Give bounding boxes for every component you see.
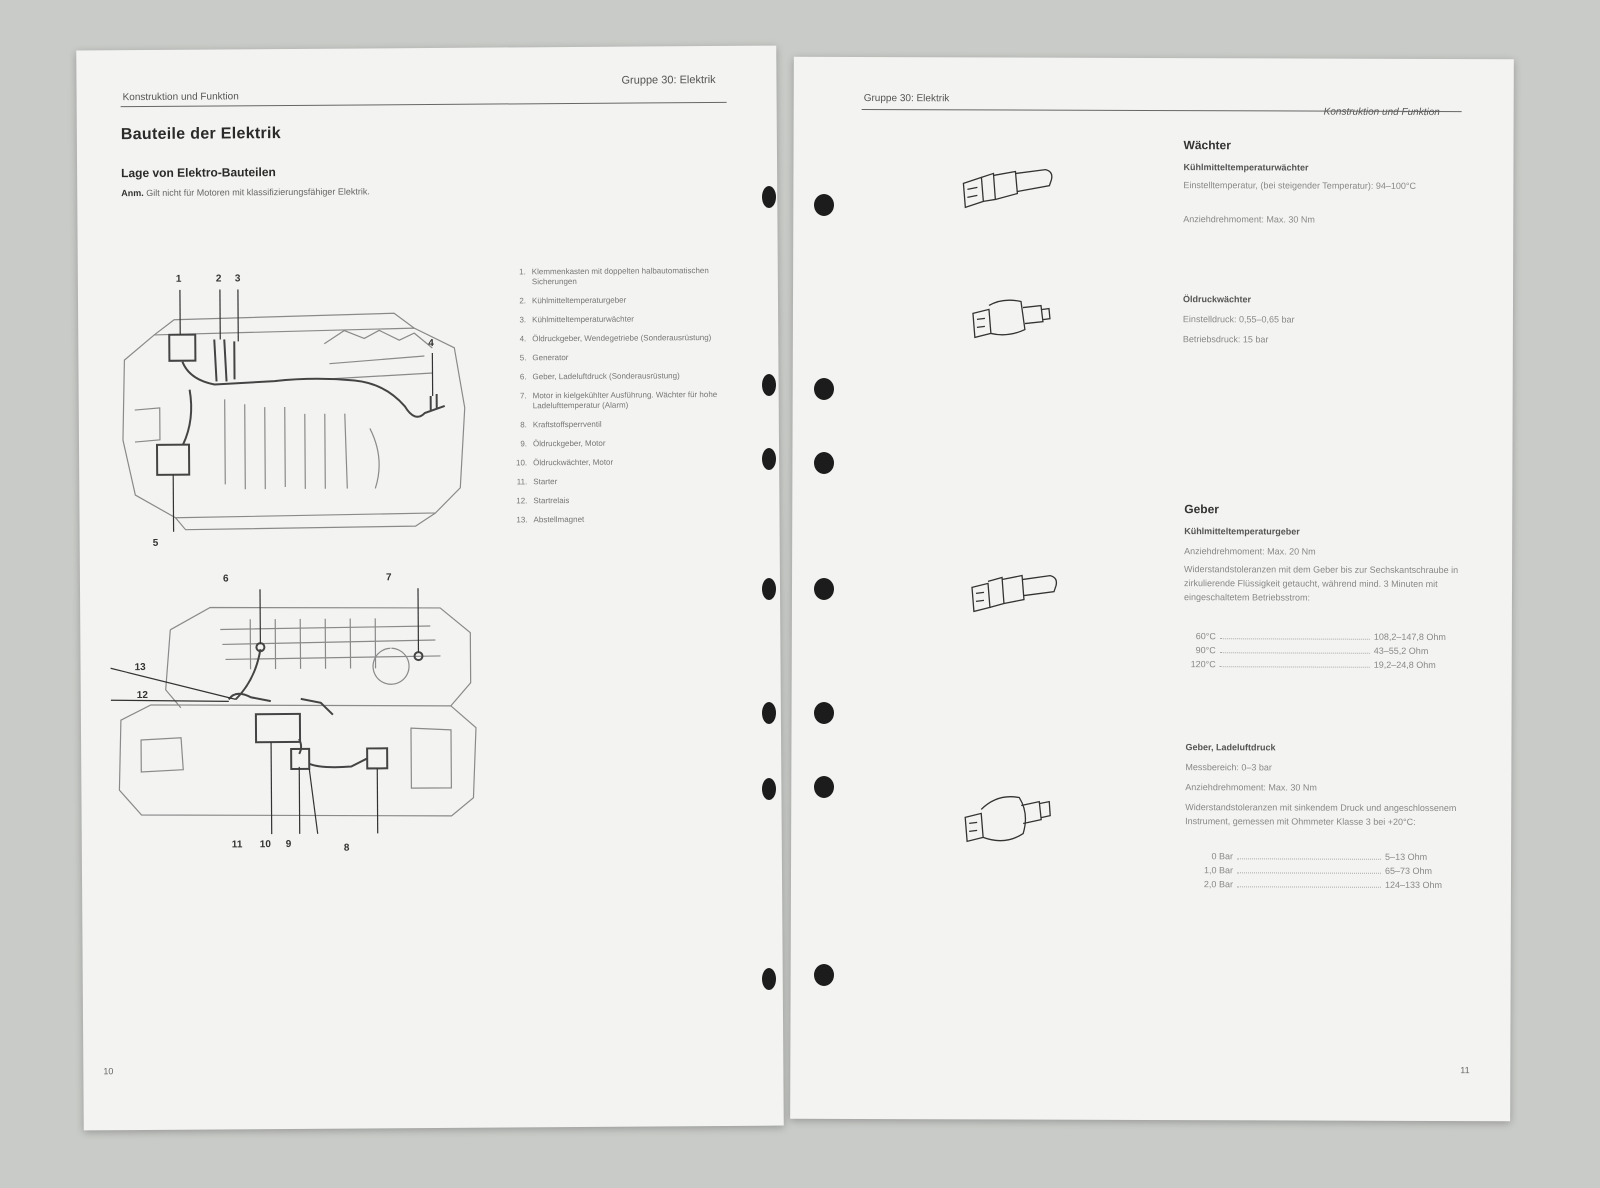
legend-item: 12.Startrelais xyxy=(516,496,570,506)
binder-hole xyxy=(814,378,834,400)
callout-3: 3 xyxy=(234,273,241,285)
right-header-right: Konstruktion und Funktion xyxy=(1323,106,1440,119)
legend-item: 7.Motor in kielgekühlter Ausführung. Wäc… xyxy=(519,389,718,411)
sub-kuehlmitteltemperaturgeber: Kühlmitteltemperaturgeber xyxy=(1184,526,1300,537)
section-waechter: Wächter xyxy=(1183,138,1231,153)
note-text: Gilt nicht für Motoren mit klassifizieru… xyxy=(146,186,370,198)
spec-text: Widerstandstoleranzen mit dem Geber bis … xyxy=(1183,564,1459,603)
spec-text: Anziehdrehmoment: Max. 30 Nm xyxy=(1185,782,1317,793)
spec-text: Messbereich: 0–3 bar xyxy=(1185,762,1272,773)
callout-5: 5 xyxy=(152,537,159,549)
section-subtitle: Lage von Elektro-Bauteilen xyxy=(121,165,276,181)
left-header-left: Konstruktion und Funktion xyxy=(122,91,239,104)
legend-item: 2.Kühlmitteltemperaturgeber xyxy=(519,295,627,306)
spec-text: Anziehdrehmoment: Max. 20 Nm xyxy=(1184,546,1316,557)
callout-8: 8 xyxy=(343,842,350,854)
spec-text: Widerstandstoleranzen mit sinkendem Druc… xyxy=(1185,802,1457,827)
binder-hole xyxy=(814,194,834,216)
callout-6: 6 xyxy=(222,573,229,585)
spec-text: Anziehdrehmoment: Max. 30 Nm xyxy=(1183,214,1315,225)
binder-hole xyxy=(762,702,776,724)
left-header-rule xyxy=(120,101,727,108)
page-title: Bauteile der Elektrik xyxy=(120,125,282,144)
binder-hole xyxy=(762,778,776,800)
left-page: Konstruktion und Funktion Gruppe 30: Ele… xyxy=(76,45,784,1131)
callout-2: 2 xyxy=(215,273,222,285)
note-label: Anm. xyxy=(121,187,144,199)
binder-hole xyxy=(814,964,834,986)
engine-diagram-bottom xyxy=(110,588,477,835)
coolant-temp-switch-illustration xyxy=(962,168,1053,209)
callout-10: 10 xyxy=(259,839,271,851)
note: Anm. Gilt nicht für Motoren mit klassifi… xyxy=(121,185,451,199)
callout-11: 11 xyxy=(231,839,243,851)
binder-hole xyxy=(762,968,776,990)
callout-7: 7 xyxy=(385,572,392,584)
binder-hole xyxy=(814,702,834,724)
callout-1: 1 xyxy=(175,273,182,285)
legend-item: 9.Öldruckgeber, Motor xyxy=(520,438,606,449)
sub-kuehlmitteltemperaturwaechter: Kühlmitteltemperaturwächter xyxy=(1183,162,1309,173)
page-number: 10 xyxy=(103,1066,114,1077)
left-header-right: Gruppe 30: Elektrik xyxy=(621,73,716,87)
component-legend: 1.Klemmenkasten mit doppelten halbautoma… xyxy=(508,266,750,535)
callout-9: 9 xyxy=(285,838,292,851)
legend-item: 1.Klemmenkasten mit doppelten halbautoma… xyxy=(519,266,709,287)
spec-text: Einstelltemperatur, (bei steigender Temp… xyxy=(1183,180,1416,191)
legend-item: 5.Generator xyxy=(519,353,569,363)
engine-diagram-top xyxy=(122,289,466,532)
legend-item: 6.Geber, Ladeluftdruck (Sonderausrüstung… xyxy=(519,371,680,382)
page-number: 11 xyxy=(1460,1065,1470,1076)
coolant-temp-sender-illustration xyxy=(971,574,1058,613)
legend-item: 13.Abstellmagnet xyxy=(516,514,585,525)
binder-hole xyxy=(762,578,776,600)
callout-12: 12 xyxy=(136,689,148,702)
legend-item: 8.Kraftstoffsperrventil xyxy=(520,419,602,430)
legend-item: 11.Starter xyxy=(516,477,558,487)
binder-hole xyxy=(762,186,776,208)
binder-hole xyxy=(814,578,834,600)
legend-item: 10.Öldruckwächter, Motor xyxy=(515,457,614,468)
section-geber: Geber xyxy=(1184,502,1219,517)
callout-13: 13 xyxy=(134,661,146,674)
spec-text: Betriebsdruck: 15 bar xyxy=(1182,334,1269,345)
callout-4: 4 xyxy=(428,337,434,350)
binder-hole xyxy=(762,374,776,396)
sub-geber-ladeluftdruck: Geber, Ladeluftdruck xyxy=(1185,742,1276,753)
binder-hole xyxy=(814,452,834,474)
sub-oeldruckwaechter: Öldruckwächter xyxy=(1182,294,1252,305)
legend-item: 3.Kühlmitteltemperaturwächter xyxy=(519,314,634,325)
oil-pressure-switch-illustration xyxy=(972,299,1051,339)
spec-text: Einstelldruck: 0,55–0,65 bar xyxy=(1182,314,1295,325)
legend-item: 4.Öldruckgeber, Wendegetriebe (Sonderaus… xyxy=(519,333,712,344)
binder-hole xyxy=(814,776,834,798)
boost-pressure-sender-illustration xyxy=(964,796,1051,843)
right-header-left: Gruppe 30: Elektrik xyxy=(863,92,950,105)
right-page: Gruppe 30: Elektrik Konstruktion und Fun… xyxy=(790,56,1514,1122)
binder-hole xyxy=(762,448,776,470)
